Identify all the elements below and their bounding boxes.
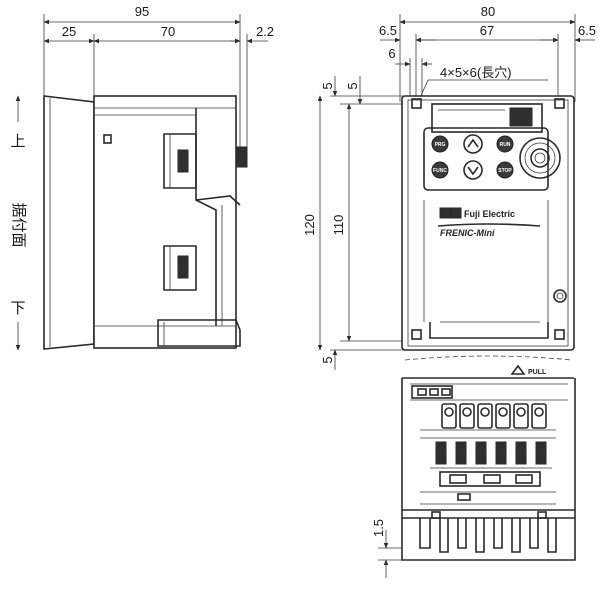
potentiometer-knob[interactable] (519, 137, 561, 179)
terminal-row (441, 403, 547, 429)
dim-67: 67 (480, 23, 494, 38)
dim-5-top-a: 5 (320, 82, 335, 89)
key-run[interactable] (496, 135, 514, 153)
dim-80: 80 (481, 4, 495, 19)
label-bottom: 下 (10, 299, 25, 317)
dim-6-5-left: 6.5 (379, 23, 397, 38)
dim-6-5-right: 6.5 (578, 23, 596, 38)
key-up[interactable] (463, 134, 483, 154)
bottom-view: PULL (371, 355, 576, 578)
side-label-column: 上 据付面 下 (10, 95, 28, 351)
dim-5-top-b: 5 (345, 82, 360, 89)
side-view: 95 25 70 2.2 (10, 4, 274, 351)
label-top: 上 (10, 132, 25, 150)
brand-name: Fuji Electric (464, 209, 515, 219)
pull-label: PULL (528, 369, 547, 376)
key-prg[interactable] (431, 135, 449, 153)
dim-5-bottom: 5 (320, 356, 335, 363)
bottom-fins (419, 518, 557, 553)
dim-110: 110 (331, 215, 346, 236)
dim-70: 70 (161, 24, 175, 39)
key-run-label: RUN (500, 142, 511, 148)
mounting-holes-callout: 4×5×6(長穴) (440, 65, 512, 80)
dim-1-5: 1.5 (371, 519, 386, 537)
dim-6: 6 (388, 46, 395, 61)
key-stop[interactable] (496, 161, 514, 179)
key-prg-label: PRG (435, 142, 446, 148)
label-mounting-face: 据付面 (10, 202, 28, 247)
key-stop-label: STOP (498, 168, 512, 174)
key-down[interactable] (463, 160, 483, 180)
key-func[interactable] (431, 161, 449, 179)
model-name: FRENIC-Mini (440, 228, 495, 238)
key-func-label: FUNC (433, 168, 447, 174)
dim-25: 25 (62, 24, 76, 39)
ground-screw-icon (553, 289, 567, 303)
dim-2-2: 2.2 (256, 24, 274, 39)
fuji-logo-icon (439, 207, 462, 219)
front-view: 80 6.5 67 6.5 6 4×5×6(長穴) 120 110 (302, 4, 596, 370)
dim-120: 120 (302, 214, 317, 236)
dim-95: 95 (135, 4, 149, 19)
